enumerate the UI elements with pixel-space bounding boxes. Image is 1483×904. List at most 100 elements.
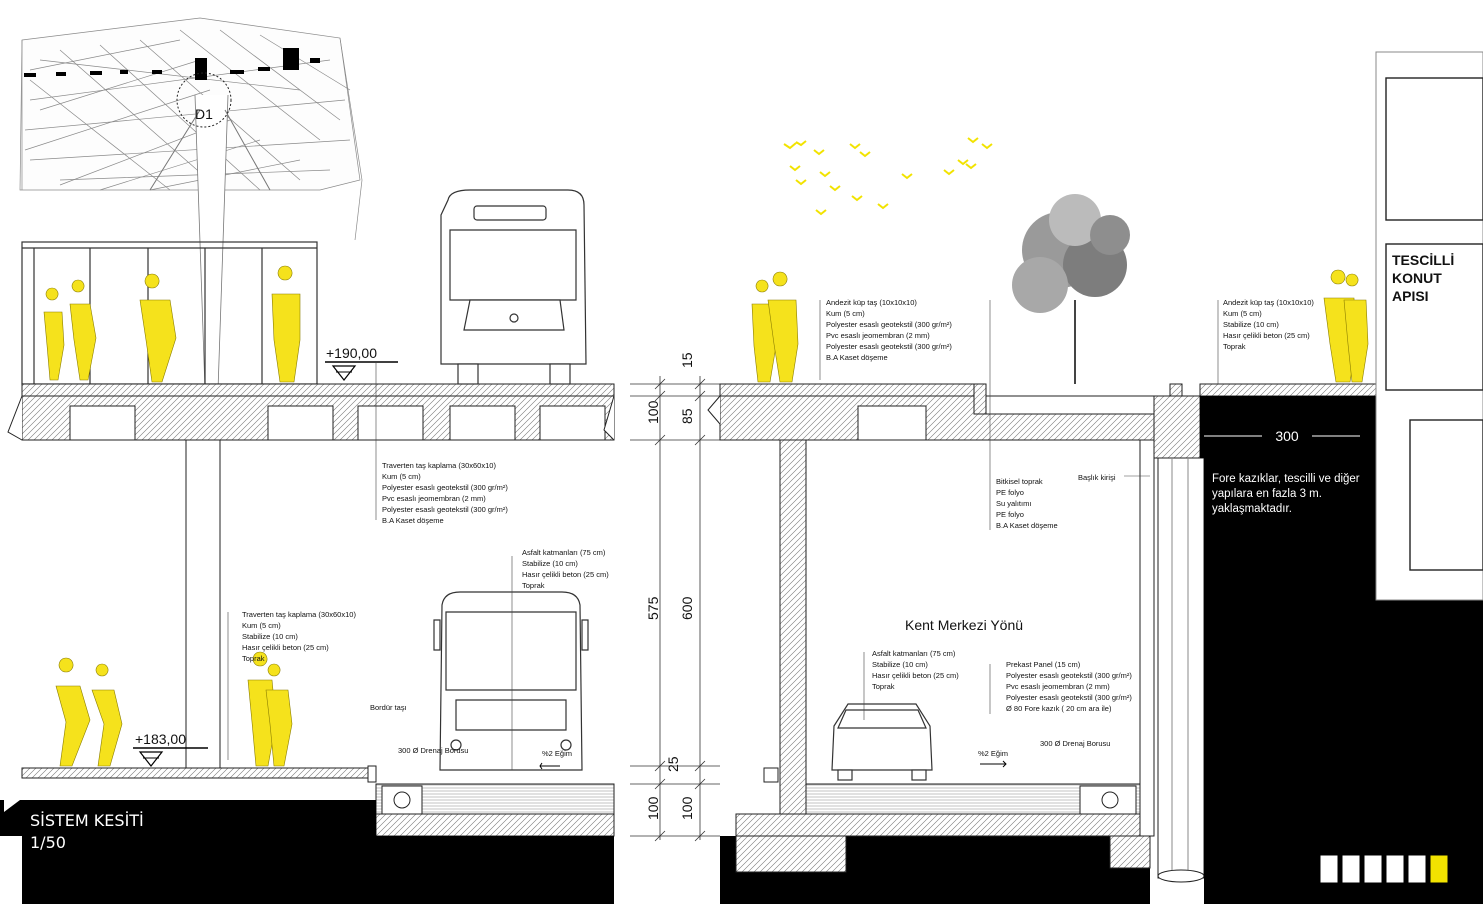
building-label-line1: TESCİLLİ: [1392, 252, 1454, 268]
road-left: [0, 762, 615, 904]
lower-sidewalk-left: [21, 765, 377, 783]
labels-misc: Bordür taşı 300 Ø Drenaj Borusu 300 Ø Dr…: [370, 473, 1116, 758]
svg-text:yapılara en fazla 3 m.: yapılara en fazla 3 m.: [1212, 488, 1322, 500]
level-lower: +183,00: [133, 731, 208, 767]
svg-text:Hasır çelikli beton (25 cm): Hasır çelikli beton (25 cm): [242, 643, 329, 652]
slope-arrows: [980, 760, 1007, 768]
dimension-labels: 15 100 85 575 600 25 100 100: [645, 352, 695, 820]
svg-text:Hasır çelikli beton (25 cm): Hasır çelikli beton (25 cm): [1223, 331, 1310, 340]
labels-planter: Bitkisel toprak PE folyo Su yalıtımı PE …: [996, 477, 1058, 530]
svg-text:Traverten taş kaplama (30x60x1: Traverten taş kaplama (30x60x10): [242, 610, 356, 619]
detail-marker-label: D1: [195, 106, 213, 122]
dim-85: 85: [679, 408, 695, 424]
tram: [440, 189, 587, 385]
svg-text:Andezit küp taş (10x10x10): Andezit küp taş (10x10x10): [826, 298, 917, 307]
station-facade: [21, 241, 318, 385]
svg-text:Polyester esaslı geotekstil (3: Polyester esaslı geotekstil (300 gr/m²): [382, 505, 508, 514]
dim-575: 575: [645, 596, 661, 620]
people-upper-left: [43, 265, 301, 383]
dimension-300: 300: [1204, 428, 1360, 444]
svg-text:Pvc esaslı jeomembran (2 mm): Pvc esaslı jeomembran (2 mm): [1006, 682, 1110, 691]
labels-pavement-mid: Andezit küp taş (10x10x10) Kum (5 cm) Po…: [826, 298, 952, 362]
people-lower-left: [55, 651, 293, 767]
upper-deck-left: [7, 383, 615, 769]
birds: [783, 137, 993, 216]
dim-600: 600: [679, 596, 695, 620]
svg-text:Kum (5 cm): Kum (5 cm): [242, 621, 281, 630]
svg-text:B.A Kaset döşeme: B.A Kaset döşeme: [996, 521, 1058, 530]
svg-text:Stabilize (10 cm): Stabilize (10 cm): [522, 559, 578, 568]
level-lower-text: +183,00: [135, 731, 186, 747]
drain-right-label: 300 Ø Drenaj Borusu: [1040, 739, 1110, 748]
dim-100-top: 100: [645, 400, 661, 424]
sheet-index: [1319, 854, 1449, 884]
bus: [433, 591, 589, 771]
svg-text:Asfalt katmanları (75 cm): Asfalt katmanları (75 cm): [522, 548, 606, 557]
labels-road-left: Asfalt katmanları (75 cm) Stabilize (10 …: [522, 548, 609, 590]
dim-15: 15: [679, 352, 695, 368]
svg-text:Fore kazıklar, tescilli ve diğ: Fore kazıklar, tescilli ve diğer: [1212, 473, 1360, 485]
svg-text:Ø 80 Fore kazık ( 20 cm ara il: Ø 80 Fore kazık ( 20 cm ara ile): [1006, 704, 1112, 713]
dim-100-bottom-left: 100: [645, 796, 661, 820]
car: [831, 703, 933, 781]
svg-text:Asfalt katmanları (75 cm): Asfalt katmanları (75 cm): [872, 649, 956, 658]
svg-text:Toprak: Toprak: [872, 682, 895, 691]
upper-deck-right: [707, 383, 1377, 883]
svg-text:Pvc esaslı jeomembran (2 mm): Pvc esaslı jeomembran (2 mm): [382, 494, 486, 503]
bordur-label: Bordür taşı: [370, 703, 407, 712]
level-upper: +190,00: [325, 345, 398, 381]
building-label-line3: APISI: [1392, 288, 1429, 304]
dim-25: 25: [665, 756, 681, 772]
svg-text:B.A Kaset döşeme: B.A Kaset döşeme: [382, 516, 444, 525]
svg-text:Polyester esaslı geotekstil (3: Polyester esaslı geotekstil (300 gr/m²): [826, 342, 952, 351]
svg-text:Stabilize (10 cm): Stabilize (10 cm): [1223, 320, 1279, 329]
canopy-dash-line: [24, 48, 320, 80]
svg-text:Pvc esaslı jeomembran (2 mm): Pvc esaslı jeomembran (2 mm): [826, 331, 930, 340]
labels-road-right: Asfalt katmanları (75 cm) Stabilize (10 …: [872, 649, 959, 691]
svg-text:Toprak: Toprak: [522, 581, 545, 590]
pile-note: Fore kazıklar, tescilli ve diğer yapılar…: [1212, 473, 1360, 515]
title-scale: 1/50: [30, 833, 66, 852]
road-right: [735, 767, 1151, 873]
canopy-structure: [19, 17, 363, 241]
svg-text:Polyester esaslı geotekstil (3: Polyester esaslı geotekstil (300 gr/m²): [1006, 693, 1132, 702]
svg-text:Toprak: Toprak: [1223, 342, 1246, 351]
labels-wall: Prekast Panel (15 cm) Polyester esaslı g…: [1006, 660, 1132, 713]
svg-text:Andezit küp taş (10x10x10): Andezit küp taş (10x10x10): [1223, 298, 1314, 307]
title-block: SİSTEM KESİTİ 1/50: [30, 811, 144, 852]
svg-text:Kum (5 cm): Kum (5 cm): [1223, 309, 1262, 318]
people-right: [751, 269, 1369, 383]
svg-text:Kum (5 cm): Kum (5 cm): [826, 309, 865, 318]
svg-text:PE folyo: PE folyo: [996, 510, 1024, 519]
svg-text:PE folyo: PE folyo: [996, 488, 1024, 497]
svg-text:Polyester esaslı geotekstil (3: Polyester esaslı geotekstil (300 gr/m²): [382, 483, 508, 492]
svg-text:Kum (5 cm): Kum (5 cm): [382, 472, 421, 481]
level-upper-text: +190,00: [326, 345, 377, 361]
tree: [1012, 194, 1130, 384]
dim-300: 300: [1275, 428, 1299, 444]
svg-text:Polyester esaslı geotekstil (3: Polyester esaslı geotekstil (300 gr/m²): [1006, 671, 1132, 680]
svg-text:Hasır çelikli beton (25 cm): Hasır çelikli beton (25 cm): [872, 671, 959, 680]
labels-lower-sidewalk: Traverten taş kaplama (30x60x10) Kum (5 …: [242, 610, 356, 663]
slope-left-label: %2 Eğim: [542, 749, 572, 758]
svg-text:Polyester esaslı geotekstil (3: Polyester esaslı geotekstil (300 gr/m²): [826, 320, 952, 329]
registered-building: TESCİLLİ KONUT APISI: [1375, 51, 1483, 601]
dimension-chain: [630, 376, 720, 842]
svg-text:Bitkisel toprak: Bitkisel toprak: [996, 477, 1043, 486]
svg-text:Toprak: Toprak: [242, 654, 265, 663]
svg-text:Su yalıtımı: Su yalıtımı: [996, 499, 1031, 508]
drain-left-label: 300 Ø Drenaj Borusu: [398, 746, 468, 755]
direction-label: Kent Merkezi Yönü: [905, 617, 1023, 633]
labels-pavement-right: Andezit küp taş (10x10x10) Kum (5 cm) St…: [1223, 298, 1314, 351]
svg-text:Stabilize (10 cm): Stabilize (10 cm): [872, 660, 928, 669]
svg-text:yaklaşmaktadır.: yaklaşmaktadır.: [1212, 503, 1292, 515]
svg-text:Stabilize (10 cm): Stabilize (10 cm): [242, 632, 298, 641]
svg-text:Prekast Panel (15 cm): Prekast Panel (15 cm): [1006, 660, 1081, 669]
slope-right-label: %2 Eğim: [978, 749, 1008, 758]
building-label-line2: KONUT: [1392, 270, 1442, 286]
svg-text:Hasır çelikli beton (25 cm): Hasır çelikli beton (25 cm): [522, 570, 609, 579]
dim-100-bottom-right: 100: [679, 796, 695, 820]
title-name: SİSTEM KESİTİ: [30, 811, 144, 830]
labels-upper-platform: Traverten taş kaplama (30x60x10) Kum (5 …: [382, 461, 508, 525]
